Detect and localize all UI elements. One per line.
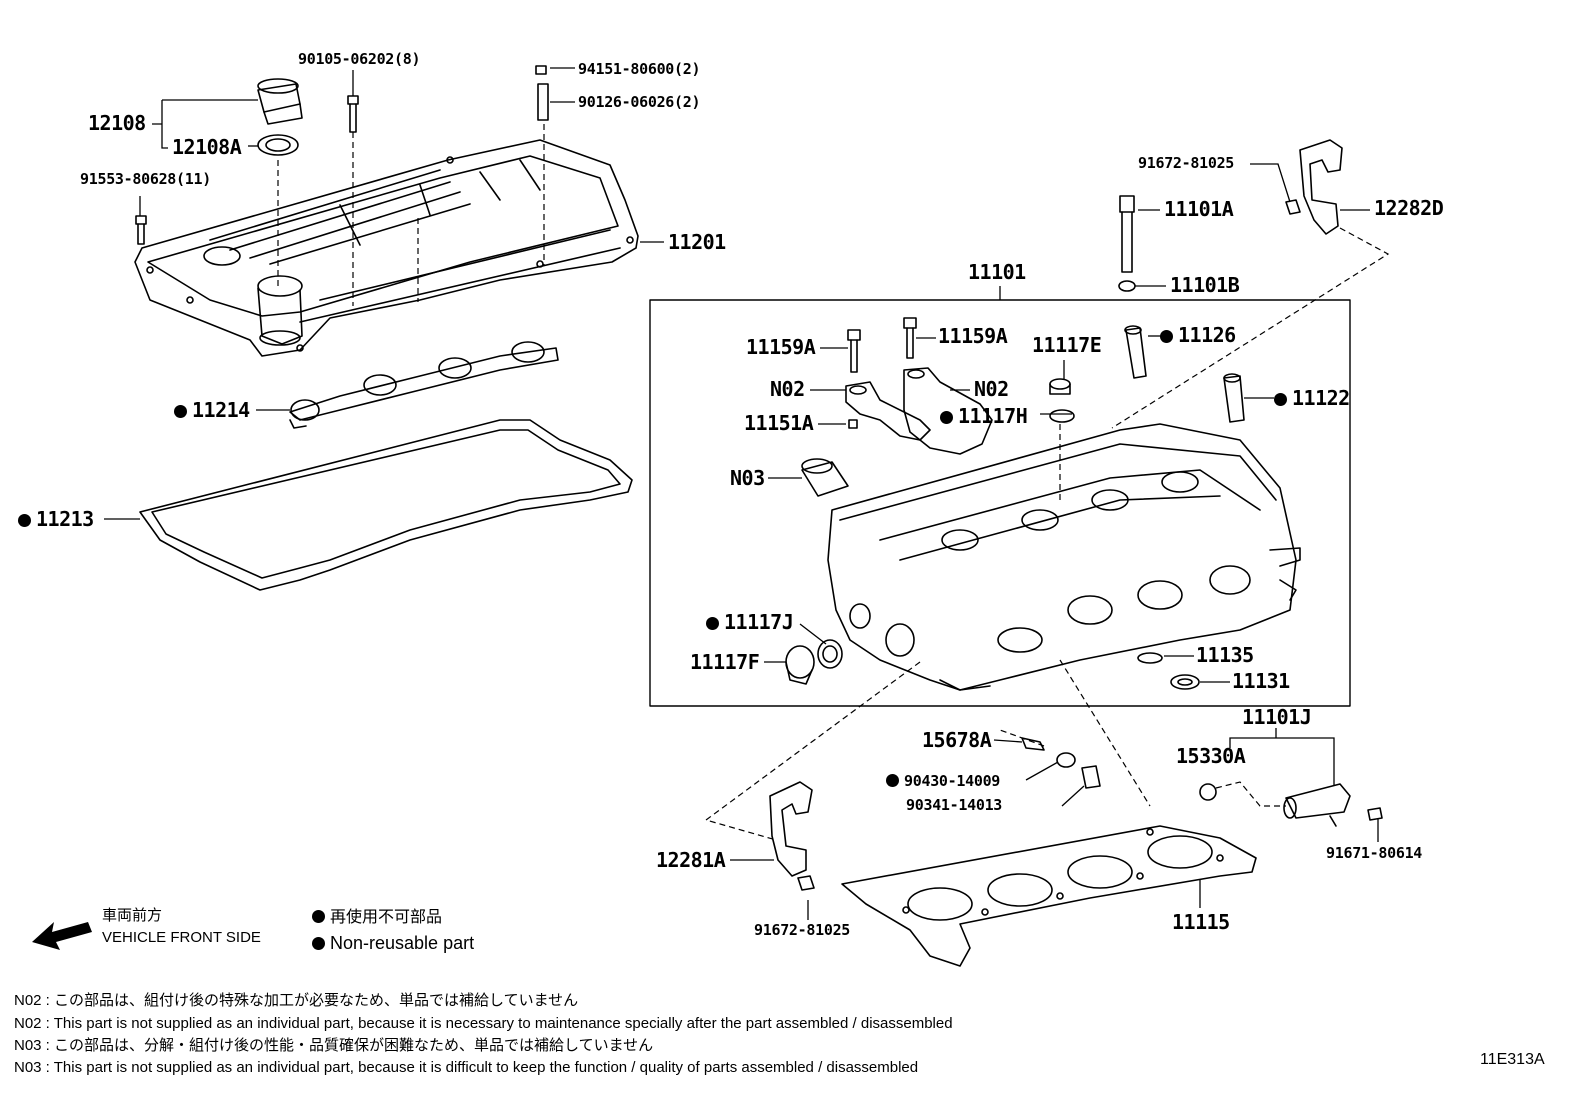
- part-label-11101A[interactable]: 11101A: [1164, 197, 1234, 221]
- part-number: 11126: [1178, 323, 1236, 347]
- part-label-11159A-left[interactable]: 11159A: [746, 335, 816, 359]
- part-number: 11117J: [724, 610, 794, 634]
- part-label-11122[interactable]: 11122: [1274, 388, 1350, 408]
- head-cover-gasket-icon: [139, 419, 633, 591]
- filled-dot-icon: [312, 937, 325, 950]
- part-label-11201[interactable]: 11201: [668, 230, 726, 254]
- part-number: 11214: [192, 398, 250, 422]
- part-label-12108A[interactable]: 12108A: [172, 135, 242, 159]
- part-label-90126-06026[interactable]: 90126-06026(2): [578, 93, 701, 111]
- part-label-11131[interactable]: 11131: [1232, 669, 1290, 693]
- part-label-11126[interactable]: 11126: [1160, 325, 1236, 345]
- legend-text: 再使用不可部品: [330, 909, 443, 926]
- part-label-11135[interactable]: 11135: [1196, 643, 1254, 667]
- front-side-label-jp: 車両前方: [102, 907, 163, 924]
- spark-plug-gasket-icon: [289, 341, 559, 429]
- part-number: 11122: [1292, 386, 1350, 410]
- part-label-N02-right[interactable]: N02: [974, 377, 1009, 401]
- filled-dot-icon: [312, 910, 325, 923]
- part-label-11159A-right[interactable]: 11159A: [938, 324, 1008, 348]
- part-label-91672-81025-top[interactable]: 91672-81025: [1138, 154, 1235, 172]
- bolt-icon: [1367, 807, 1383, 821]
- note-n02-jp: N02 : この部品は、組付け後の特殊な加工が必要なため、単品では補給していませ…: [14, 992, 579, 1009]
- filled-dot-icon: [706, 617, 719, 630]
- gasket-icon: [1170, 674, 1200, 690]
- note-n03-en: N03 : This part is not supplied as an in…: [14, 1059, 919, 1076]
- part-label-15678A[interactable]: 15678A: [922, 728, 992, 752]
- part-label-12282D[interactable]: 12282D: [1374, 196, 1444, 220]
- part-label-12108[interactable]: 12108: [88, 111, 146, 135]
- leader-lines: [104, 67, 1379, 920]
- filled-dot-icon: [886, 774, 899, 787]
- non-reusable-legend-jp: 再使用不可部品: [312, 910, 442, 926]
- part-number: 11213: [36, 507, 94, 531]
- filled-dot-icon: [940, 411, 953, 424]
- part-label-11213[interactable]: 11213: [18, 509, 94, 529]
- part-label-11117F[interactable]: 11117F: [690, 650, 760, 674]
- note-n03-jp: N03 : この部品は、分解・組付け後の性能・品質確保が困難なため、単品では補給…: [14, 1037, 654, 1054]
- part-label-11117E[interactable]: 11117E: [1032, 333, 1102, 357]
- part-label-94151-80600[interactable]: 94151-80600(2): [578, 60, 701, 78]
- oil-control-valve-icon: [1283, 783, 1351, 827]
- part-label-11101[interactable]: 11101: [968, 260, 1026, 284]
- valve-guide-icon: [1124, 325, 1245, 423]
- gasket-icon: [1137, 652, 1163, 664]
- engine-hanger-bracket-icon: [1285, 139, 1343, 235]
- filled-dot-icon: [1160, 330, 1173, 343]
- part-label-90105-06202[interactable]: 90105-06202(8): [298, 50, 421, 68]
- part-label-11117J[interactable]: 11117J: [706, 610, 794, 634]
- cap-plug-icon: [785, 639, 843, 685]
- legend-text: Non-reusable part: [330, 933, 475, 953]
- part-number: 11117H: [958, 404, 1028, 428]
- part-label-91672-81025-bottom[interactable]: 91672-81025: [754, 921, 851, 939]
- part-label-91553-80628[interactable]: 91553-80628(11): [80, 170, 211, 188]
- cylinder-head-cover-icon: [134, 139, 639, 357]
- oil-filler-cap-icon: [257, 78, 303, 156]
- filled-dot-icon: [174, 405, 187, 418]
- note-n02-en: N02 : This part is not supplied as an in…: [14, 1015, 953, 1032]
- part-label-15330A[interactable]: 15330A: [1176, 744, 1246, 768]
- pin-icon: [848, 419, 858, 429]
- front-side-label-en: VEHICLE FRONT SIDE: [102, 929, 261, 946]
- engine-hanger-bracket-icon: [769, 781, 815, 891]
- part-label-11214[interactable]: 11214: [174, 400, 250, 420]
- valve-lifter-icon: [801, 458, 849, 497]
- diagram-id: 11E313A: [1480, 1051, 1545, 1068]
- part-label-11151A[interactable]: 11151A: [744, 411, 814, 435]
- part-label-91671-80614[interactable]: 91671-80614: [1326, 844, 1423, 862]
- cylinder-head-icon: [827, 423, 1301, 691]
- o-ring-icon: [1199, 783, 1217, 801]
- part-label-11101J[interactable]: 11101J: [1242, 705, 1312, 729]
- part-label-N02-left[interactable]: N02: [770, 377, 805, 401]
- bearing-cap-bolt-icon: [847, 317, 917, 373]
- part-label-90430-14009[interactable]: 90430-14009: [886, 774, 1000, 789]
- fitting-icon: [1021, 737, 1101, 789]
- filled-dot-icon: [1274, 393, 1287, 406]
- part-label-11115[interactable]: 11115: [1172, 910, 1230, 934]
- head-bolt-icon: [1118, 195, 1136, 292]
- part-label-11101B[interactable]: 11101B: [1170, 273, 1240, 297]
- part-label-90341-14013[interactable]: 90341-14013: [906, 796, 1003, 814]
- part-label-12281A[interactable]: 12281A: [656, 848, 726, 872]
- non-reusable-legend-en: Non-reusable part: [312, 934, 474, 952]
- camshaft-bearing-cap-icon: [845, 367, 993, 455]
- plug-icon: [1049, 378, 1075, 423]
- head-gasket-icon: [841, 825, 1257, 967]
- guide-lines: [277, 124, 1390, 841]
- part-label-11117H[interactable]: 11117H: [940, 404, 1028, 428]
- part-label-N03[interactable]: N03: [730, 466, 765, 490]
- part-number: 90430-14009: [904, 772, 1001, 790]
- arrow-left-icon: [32, 922, 92, 950]
- filled-dot-icon: [18, 514, 31, 527]
